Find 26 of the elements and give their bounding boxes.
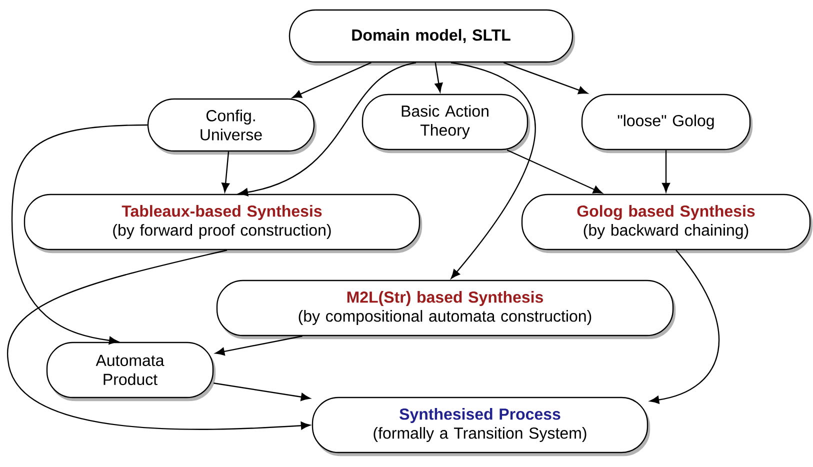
- rounded-box: "loose" Golog: [581, 94, 753, 154]
- arrow: [506, 150, 602, 194]
- process-box: M2L(Str) based Synthesis (by compositional automata construction): [216, 280, 676, 340]
- arrow: [434, 62, 443, 92]
- arrow: [222, 152, 230, 192]
- arrow: [238, 62, 416, 196]
- node-label: Synthesised Process: [400, 408, 560, 423]
- process-box: Golog based Synthesis (by backward chaining): [521, 194, 813, 254]
- arrow: [450, 62, 536, 279]
- rounded-box: Basic Action Theory: [362, 94, 530, 154]
- rounded-box: Domain model, SLTL: [288, 9, 576, 66]
- node-label: Golog based Synthesis: [577, 205, 755, 220]
- process-box: Tableaux-based Synthesis (by forward proof construction): [24, 194, 422, 254]
- rounded-box: Config. Universe: [147, 98, 317, 155]
- arrow: [7, 250, 310, 430]
- arrow: [11, 124, 148, 344]
- arrow: [503, 62, 588, 94]
- process-box: Synthesised Process (formally a Transition System): [312, 396, 650, 456]
- node-label: (formally a Transition System): [374, 427, 586, 442]
- arrow: [215, 336, 302, 356]
- arrow: [662, 150, 670, 192]
- arrow: [214, 382, 310, 401]
- arrow: [292, 62, 372, 98]
- arrow: [650, 250, 720, 404]
- rounded-box: Automata Product: [46, 342, 216, 402]
- node-label: (by backward chaining): [584, 224, 748, 239]
